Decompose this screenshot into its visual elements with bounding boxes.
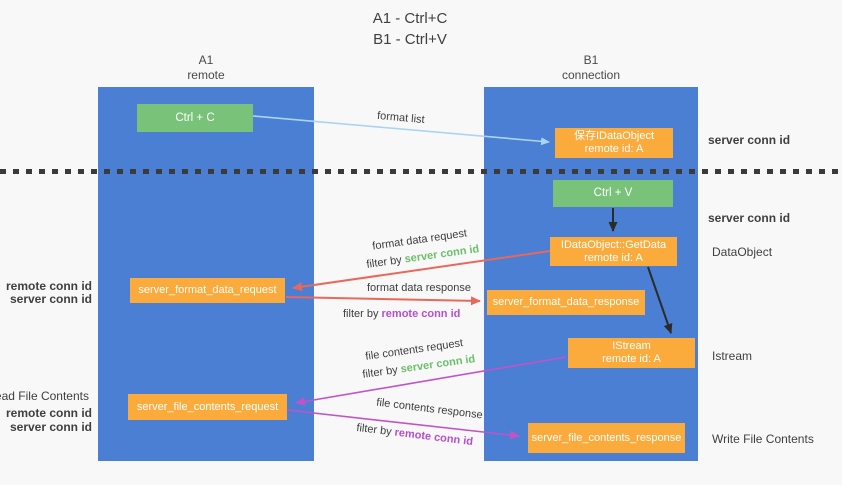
edge-label-format-list: format list [376,109,426,127]
node-istream: IStream remote id: A [568,338,695,368]
column-b1-role: connection [561,68,621,82]
filter-prefix: filter by [343,308,382,320]
annotation-dataobject: DataObject [712,245,773,259]
arrow-format-data-response [285,296,481,306]
column-header-a1: A1 remote [98,53,314,83]
node-save-dataobject-line1: 保存IDataObject [573,130,655,142]
edge-label-filter-remote-conn-id-2: filter by remote conn id [356,422,474,448]
filter-prefix: filter by [361,363,402,381]
node-ctrl-v-label: Ctrl + V [593,187,633,199]
annotation-write-file-contents: Write File Contents [712,432,814,446]
column-a1-name: A1 [198,53,214,67]
node-istream-line2: remote id: A [602,353,661,365]
edge-label-format-data-response: format data response [367,282,471,294]
title-line-1: A1 - Ctrl+C [372,10,448,27]
phase-separator-dotted-line [0,169,842,174]
filter-prefix: filter by [365,253,406,271]
filter-prefix: filter by [355,421,396,439]
annotation-server-conn-id-copy: server conn id [708,133,791,147]
node-ctrl-c: Ctrl + C [137,104,253,132]
node-save-dataobject: 保存IDataObject remote id: A [555,128,673,158]
node-server-file-contents-response: server_file_contents_response [528,423,685,453]
annotation-remote-conn-id-format: remote conn id [5,279,92,293]
node-istream-line1: IStream [612,340,651,352]
annotation-server-conn-id-format: server conn id [9,292,92,306]
annotation-read-file-contents: Read File Contents [0,389,89,403]
node-ctrl-v: Ctrl + V [553,180,673,207]
edge-label-filter-remote-conn-id-1: filter by remote conn id [343,308,460,320]
filter-key-server-conn-id: server conn id [399,353,477,376]
column-b1-name: B1 [583,53,599,67]
annotation-server-conn-id-file: server conn id [9,420,92,434]
node-idataobject-getdata: IDataObject::GetData remote id: A [550,237,677,266]
column-a1-role: remote [187,68,225,82]
node-server-file-contents-request: server_file_contents_request [128,394,287,420]
node-ctrl-c-label: Ctrl + C [175,111,215,124]
annotation-server-conn-id-paste: server conn id [708,211,791,225]
edge-label-file-contents-response: file contents response [375,396,484,422]
node-server-file-contents-response-label: server_file_contents_response [531,431,682,444]
node-idataobject-getdata-line2: remote id: A [584,251,643,264]
filter-key-remote-conn-id: remote conn id [393,426,474,449]
annotation-remote-conn-id-file: remote conn id [5,406,92,420]
diagram-title: A1 - Ctrl+C B1 - Ctrl+V [0,8,820,50]
node-save-dataobject-line2: remote id: A [584,143,644,155]
title-line-2: B1 - Ctrl+V [373,31,447,48]
filter-key-remote-conn-id: remote conn id [381,308,461,320]
node-server-format-data-request: server_format_data_request [130,278,285,303]
node-server-format-data-response: server_format_data_response [487,290,645,315]
column-header-b1: B1 connection [484,53,698,83]
node-server-file-contents-request-label: server_file_contents_request [136,400,279,413]
annotation-istream: Istream [712,349,753,363]
node-idataobject-getdata-line1: IDataObject::GetData [560,238,667,251]
node-server-format-data-response-label: server_format_data_response [492,296,640,308]
node-server-format-data-request-label: server_format_data_request [138,284,277,296]
